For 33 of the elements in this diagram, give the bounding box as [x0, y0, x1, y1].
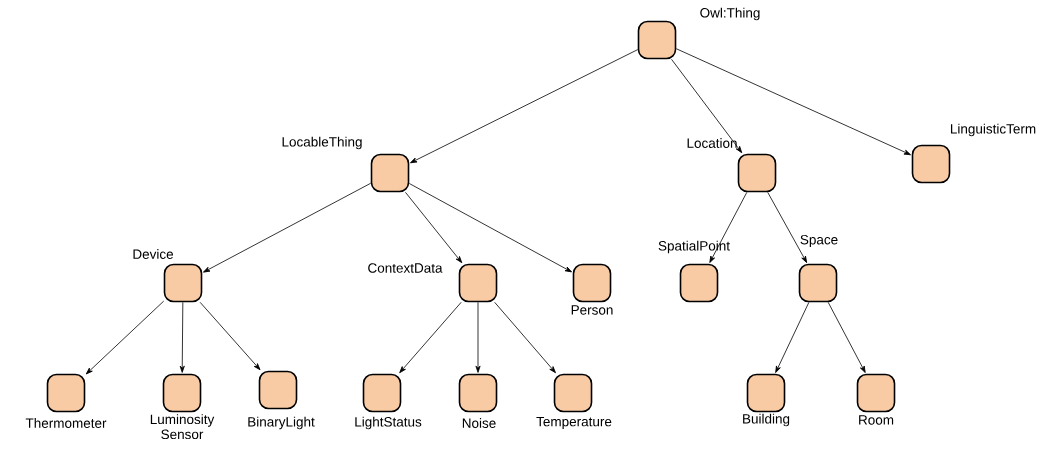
- arrow: [85, 300, 165, 375]
- arrow: [494, 301, 556, 374]
- class-label: LightStatus: [355, 416, 422, 430]
- class-label: BinaryLight: [248, 416, 315, 430]
- arrow: [399, 301, 462, 374]
- arrow: [410, 49, 639, 164]
- arrow: [405, 191, 463, 264]
- arrow: [179, 301, 185, 373]
- class-label: Luminosity Sensor: [150, 414, 215, 440]
- arrow: [199, 301, 261, 371]
- class-label: Device: [133, 249, 174, 259]
- class-label: Building: [743, 413, 790, 427]
- class-label: Thermometer: [25, 418, 107, 428]
- class-label: Space: [800, 234, 838, 248]
- class-label: ContextData: [368, 263, 443, 273]
- class-label: Owl:Thing: [700, 7, 760, 21]
- arrow: [767, 191, 808, 263]
- arrow: [408, 183, 572, 273]
- arrow: [827, 301, 866, 373]
- arrow: [775, 301, 810, 373]
- arrow: [475, 301, 481, 373]
- arrow: [203, 182, 372, 273]
- class-label: Person: [571, 305, 613, 315]
- arrow: [671, 58, 743, 154]
- class-label: LocableThing: [282, 136, 362, 150]
- class-label: Room: [859, 415, 894, 425]
- class-label: Location: [687, 138, 737, 148]
- class-label: Temperature: [536, 416, 612, 430]
- arrow: [675, 48, 911, 156]
- class-label: Noise: [462, 418, 496, 428]
- class-label: LinguisticTerm: [951, 123, 1036, 137]
- class-label: SpatialPoint: [658, 240, 730, 254]
- arrow: [709, 191, 748, 263]
